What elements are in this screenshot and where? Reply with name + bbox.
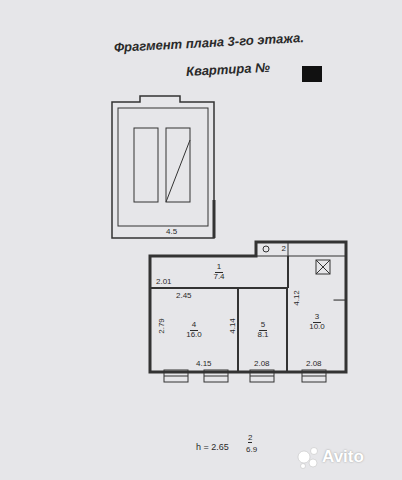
- room-area-value: 10.0: [309, 323, 325, 332]
- note-value: 6.9: [246, 446, 257, 454]
- ceiling-height: h = 2.65: [196, 443, 229, 452]
- room-area: 58.1: [240, 290, 286, 370]
- dimension: 4.14: [229, 318, 237, 334]
- room-area: 17.4: [152, 259, 286, 286]
- dimension: 4.12: [293, 290, 301, 306]
- dimension: 2.79: [158, 318, 166, 334]
- room-number: 5: [259, 321, 267, 331]
- room-number: 3: [313, 313, 321, 323]
- apartment-wall: [150, 242, 346, 372]
- redaction: [302, 66, 322, 82]
- watermark: Avito: [322, 448, 364, 465]
- dimension: 4.5: [166, 228, 177, 236]
- dimension: 2.08: [254, 360, 270, 368]
- stairwell-wall: [112, 96, 214, 238]
- plan-title: Фрагмент плана 3-го этажа.: [114, 30, 305, 55]
- room-area-value: 16.0: [186, 331, 202, 340]
- room-area-value: 7.4: [213, 273, 224, 282]
- note-number: 2: [248, 434, 252, 443]
- dimension: 2.08: [306, 360, 322, 368]
- room-number: 2: [282, 245, 286, 254]
- dimension: 2.01: [156, 278, 172, 286]
- room-area: 2: [262, 243, 288, 256]
- dimension: 2.45: [176, 292, 192, 300]
- room-number: 4: [190, 321, 198, 331]
- room-number: 1: [215, 263, 223, 273]
- apartment-label: Квартира №: [186, 60, 271, 79]
- room-area-value: 8.1: [257, 331, 268, 340]
- room-area: 310.0: [290, 276, 344, 368]
- dimension: 4.15: [196, 360, 212, 368]
